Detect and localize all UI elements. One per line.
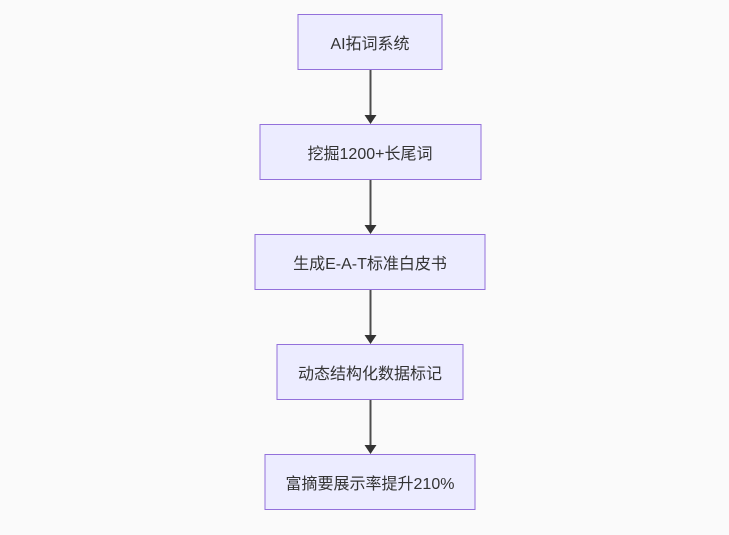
flow-node-eat-whitepaper: 生成E-A-T标准白皮书	[254, 234, 486, 290]
arrow-shaft	[369, 180, 371, 225]
flow-arrow-2	[364, 180, 376, 234]
flow-arrow-4	[364, 400, 376, 454]
flow-node-rich-snippet-result: 富摘要展示率提升210%	[264, 454, 476, 510]
flow-node-structured-data: 动态结构化数据标记	[276, 344, 463, 400]
arrow-shaft	[369, 290, 371, 335]
flow-arrow-1	[364, 70, 376, 124]
flowchart: AI拓词系统 挖掘1200+长尾词 生成E-A-T标准白皮书 动态结构化数据标记…	[254, 14, 486, 510]
arrow-down-icon	[364, 225, 376, 234]
arrow-down-icon	[364, 115, 376, 124]
flow-arrow-3	[364, 290, 376, 344]
arrow-shaft	[369, 70, 371, 115]
flow-node-longtail-mining: 挖掘1200+长尾词	[259, 124, 481, 180]
arrow-shaft	[369, 400, 371, 445]
flow-node-ai-keyword-system: AI拓词系统	[297, 14, 443, 70]
arrow-down-icon	[364, 335, 376, 344]
arrow-down-icon	[364, 445, 376, 454]
